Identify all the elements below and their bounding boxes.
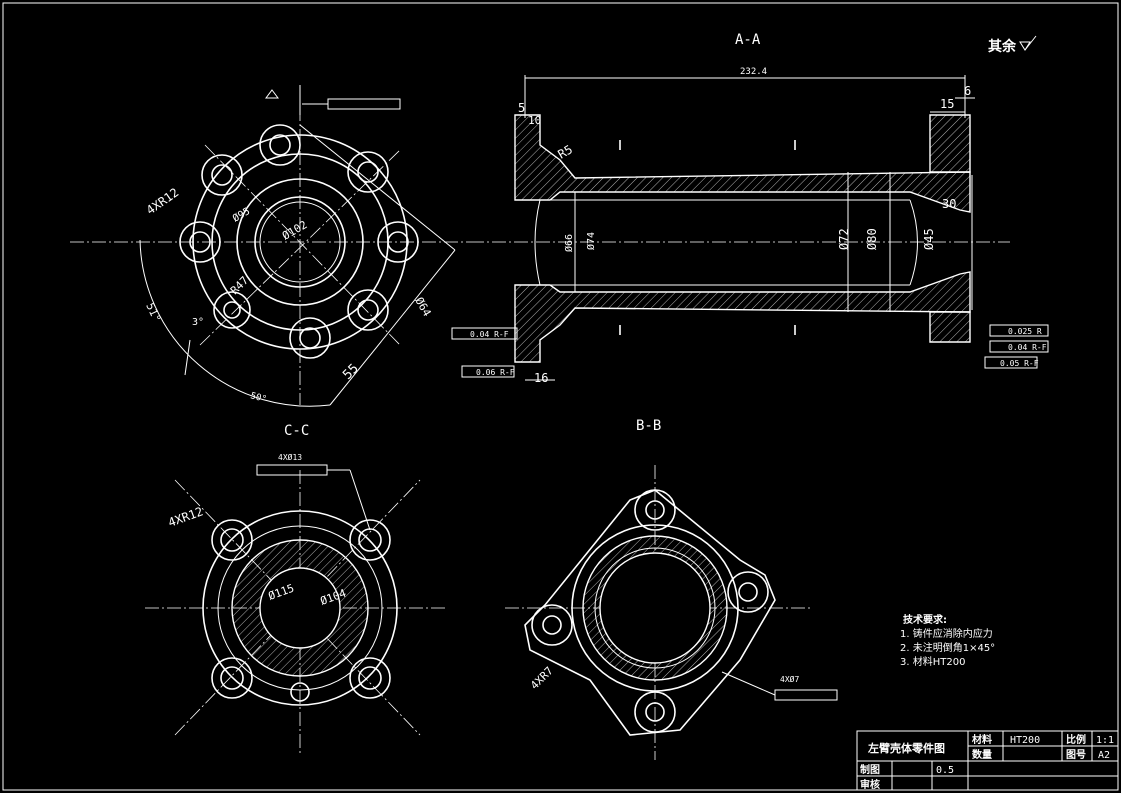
tol-frame-e: 0.05 R-F (1000, 359, 1039, 368)
dim-15: 15 (940, 97, 954, 111)
tech-requirements: 技术要求: 1. 铸件应消除内应力 2. 未注明倒角1×45° 3. 材料HT2… (900, 613, 995, 668)
dim-d80: Ø80 (865, 228, 879, 250)
dim-holes-4xr12: 4XR12 (144, 185, 182, 217)
flange-end-view: 4XR12 Ø95 Ø102 R47 Ø64 55 51° 3° 50° (70, 85, 470, 407)
title-cc: C-C (284, 423, 309, 439)
dim-r5: R5 (556, 142, 576, 161)
section-bb-view: B-B 4XR7 4XØ7 (505, 418, 838, 760)
dim-16: 16 (534, 371, 548, 385)
tol-frame-b: 0.06 R-F (476, 368, 515, 377)
drawing-no-value: A2 (1098, 750, 1110, 761)
section-aa-view: A-A 其余 232.4 15 6 5 10 R5 30 Ø72 Ø80 (451, 32, 1049, 385)
dim-d74: Ø74 (585, 232, 597, 250)
dim-5: 5 (518, 101, 525, 115)
drafter-label: 制图 (860, 763, 880, 776)
cc-hole-note: 4XØ13 (278, 452, 302, 462)
dim-cc-holes: 4XR12 (166, 504, 205, 530)
title-aa: A-A (735, 32, 761, 48)
dim-30: 30 (942, 197, 956, 211)
dim-d95: Ø95 (231, 205, 253, 224)
dim-d45: Ø45 (922, 228, 936, 250)
tech-req-item: 3. 材料HT200 (900, 655, 965, 668)
title-block: 左臂壳体零件图 材料 HT200 比例 1:1 数量 图号 A2 制图 0.5 … (856, 730, 1119, 791)
tech-req-item: 1. 铸件应消除内应力 (900, 627, 993, 640)
dim-d102: Ø102 (280, 218, 309, 243)
dim-10: 10 (528, 114, 541, 127)
title-bb: B-B (636, 418, 661, 434)
bb-hole-note: 4XØ7 (780, 674, 799, 684)
material-value: HT200 (1010, 735, 1040, 746)
tech-req-heading: 技术要求: (903, 613, 947, 626)
reviewer-label: 审核 (860, 778, 880, 791)
dim-ang3: 3° (192, 317, 204, 328)
part-name: 左臂壳体零件图 (867, 741, 945, 755)
section-cc-view: C-C 4XR12 Ø115 Ø104 4XØ13 (145, 423, 445, 755)
dim-55: 55 (340, 361, 362, 383)
dim-6: 6 (964, 84, 971, 98)
tol-frame-a: 0.04 R-F (470, 330, 509, 339)
dim-d64: Ø64 (412, 295, 433, 319)
drawing-no-label: 图号 (1066, 749, 1086, 761)
dim-ang50: 50° (249, 391, 267, 405)
dim-bb-holes: 4XR7 (528, 664, 556, 692)
dim-ang51: 51° (143, 301, 163, 325)
roughness-note: 其余 (988, 38, 1017, 55)
quantity-label: 数量 (972, 748, 992, 761)
tol-frame-c: 0.025 R (1008, 327, 1042, 336)
material-label: 材料 (972, 733, 992, 746)
dim-overall-length: 232.4 (740, 67, 767, 77)
tech-req-item: 2. 未注明倒角1×45° (900, 641, 995, 654)
dim-d66: Ø66 (563, 234, 575, 252)
scale-label: 比例 (1066, 733, 1086, 746)
tol-frame-d: 0.04 R-F (1008, 343, 1047, 352)
scale-value: 1:1 (1096, 735, 1114, 746)
drafter-value: 0.5 (936, 765, 954, 776)
dim-d72: Ø72 (837, 228, 851, 250)
